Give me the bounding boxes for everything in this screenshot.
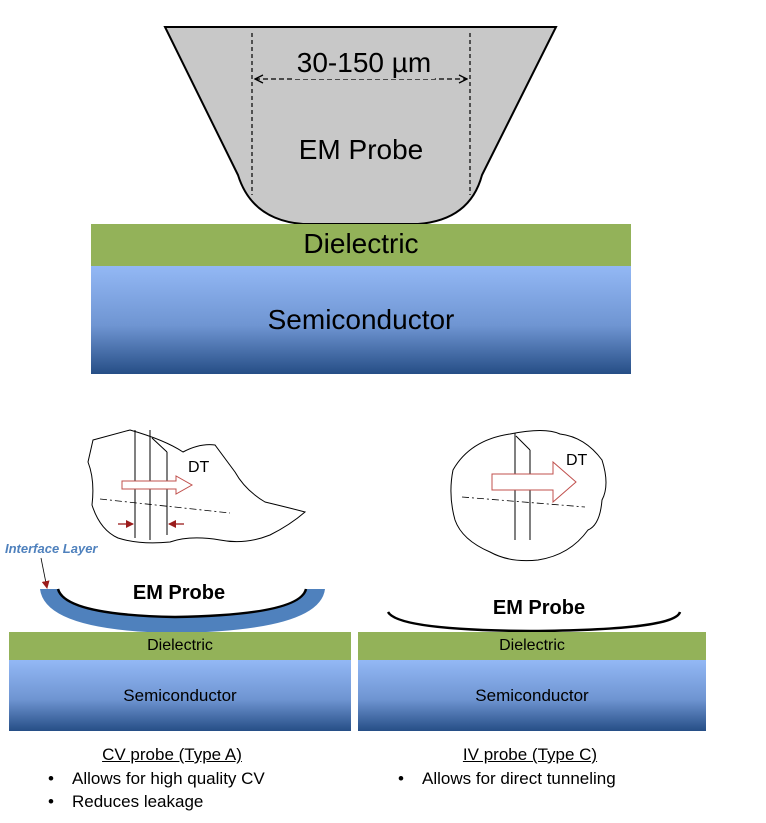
caption-type-c: IV probe (Type C) xyxy=(462,745,598,764)
probe-tip-sketch-a xyxy=(87,429,307,544)
current-arrow-c xyxy=(491,460,577,504)
tip-label-c: DT xyxy=(566,452,588,469)
dielectric-label-c: Dielectric xyxy=(499,637,565,654)
probe-dimension-label: 30-150 µm xyxy=(292,47,436,79)
interface-pointer xyxy=(40,557,50,589)
current-arrow-a xyxy=(121,475,194,495)
dielectric-layer-a xyxy=(9,632,351,660)
semiconductor-layer-a xyxy=(9,660,351,731)
dash-dot-axis xyxy=(99,498,231,514)
probe-tip-sketch-c xyxy=(450,430,607,562)
bullet-item: Allows for high quality CV xyxy=(43,767,265,790)
semiconductor-label: Semiconductor xyxy=(267,304,455,335)
interface-layer xyxy=(40,589,325,633)
em-probe-curve-a xyxy=(56,588,308,619)
bullet-item: Allows for direct tunneling xyxy=(393,767,616,790)
em-probe-label-a: EM Probe xyxy=(132,582,226,604)
dielectric-layer-c xyxy=(358,632,706,660)
dielectric-label: Dielectric xyxy=(303,228,419,259)
interface-layer-label: Interface Layer xyxy=(5,541,98,556)
tip-line xyxy=(515,435,531,451)
dielectric-layer xyxy=(91,224,631,266)
caption-type-a: CV probe (Type A) xyxy=(102,745,242,764)
tip-label-a: DT xyxy=(188,459,210,476)
tip-line xyxy=(151,437,168,453)
type-a-bullets: Allows for high quality CV Reduces leaka… xyxy=(43,767,265,813)
em-probe-label-c: EM Probe xyxy=(492,597,586,619)
semiconductor-label-a: Semiconductor xyxy=(123,686,237,705)
probe-label: EM Probe xyxy=(298,134,424,165)
semiconductor-layer xyxy=(91,266,631,374)
semiconductor-label-c: Semiconductor xyxy=(475,686,589,705)
type-c-bullets: Allows for direct tunneling xyxy=(393,767,616,790)
dash-dot-axis xyxy=(461,496,586,508)
semiconductor-layer-c xyxy=(358,660,706,731)
bullet-item: Reduces leakage xyxy=(43,790,265,813)
dielectric-label-a: Dielectric xyxy=(147,637,213,654)
em-probe-curve-c xyxy=(386,611,682,633)
